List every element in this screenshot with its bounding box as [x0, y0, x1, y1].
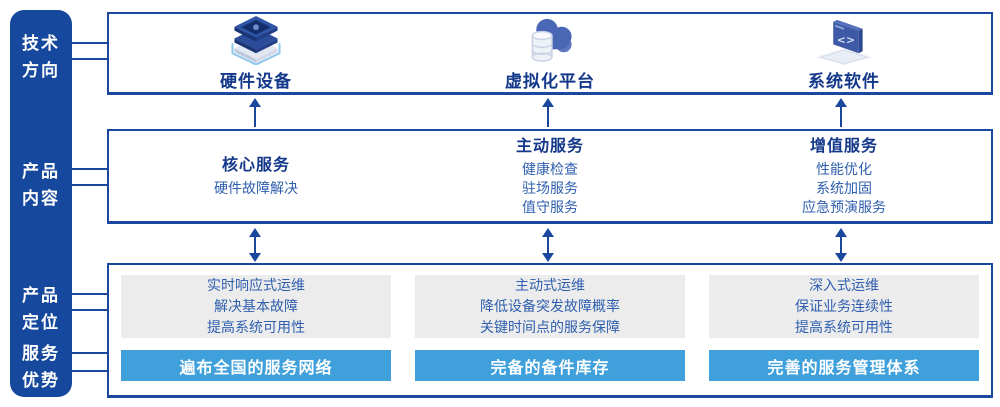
- positioning-column-realtime: 实时响应式运维 解决基本故障 提高系统可用性 遍布全国的服务网络: [109, 265, 403, 395]
- positioning-column-deep: 深入式运维 保证业务连续性 提高系统可用性 完善的服务管理体系: [697, 265, 991, 395]
- positioning-line: 降低设备突发故障概率: [480, 298, 620, 314]
- positioning-line: 保证业务连续性: [795, 298, 893, 314]
- service-column-value-added: 增值服务 性能优化 系统加固 应急预演服务: [697, 131, 991, 221]
- positioning-line: 提高系统可用性: [207, 319, 305, 335]
- up-arrow: [834, 98, 848, 127]
- connector-line: [70, 42, 108, 44]
- connector-line: [70, 293, 108, 295]
- tech-column-virtualization: 虚拟化平台: [403, 14, 697, 92]
- service-line: 性能优化: [816, 160, 872, 177]
- service-line: 驻场服务: [522, 179, 578, 196]
- positioning-line: 提高系统可用性: [795, 319, 893, 335]
- service-title: 主动服务: [515, 137, 584, 155]
- service-title: 增值服务: [809, 137, 878, 155]
- up-arrow: [541, 98, 555, 127]
- service-title: 核心服务: [221, 156, 290, 174]
- service-column-proactive: 主动服务 健康检查 驻场服务 值守服务: [403, 131, 697, 221]
- connector-line: [70, 168, 108, 170]
- positioning-line: 深入式运维: [809, 277, 879, 293]
- double-arrow: [541, 228, 555, 262]
- up-arrow: [248, 98, 262, 127]
- positioning-column-proactive: 主动式运维 降低设备突发故障概率 关键时间点的服务保障 完备的备件库存: [403, 265, 697, 395]
- service-line: 应急预演服务: [802, 198, 886, 215]
- tech-column-system-software: <> 系统软件: [697, 14, 991, 92]
- service-line: 系统加固: [816, 179, 872, 196]
- positioning-panel: 主动式运维 降低设备突发故障概率 关键时间点的服务保障: [415, 275, 685, 338]
- tech-column-hardware: 硬件设备: [109, 14, 403, 92]
- advantage-banner: 完善的服务管理体系: [709, 350, 979, 381]
- code-window-icon: <>: [816, 19, 872, 65]
- positioning-advantage-box: 实时响应式运维 解决基本故障 提高系统可用性 遍布全国的服务网络 主动式运维 降…: [107, 263, 993, 398]
- tech-direction-box: 硬件设备 虚拟化平台: [107, 12, 993, 95]
- tech-label-hardware: 硬件设备: [220, 72, 292, 91]
- service-column-core: 核心服务 硬件故障解决: [109, 131, 403, 221]
- server-stack-icon: [231, 15, 281, 65]
- double-arrow: [834, 228, 848, 262]
- tech-label-virtualization: 虚拟化平台: [505, 72, 595, 91]
- double-arrow: [248, 228, 262, 262]
- tech-label-system-software: 系统软件: [808, 72, 880, 91]
- advantage-banner: 遍布全国的服务网络: [121, 350, 391, 381]
- service-line: 硬件故障解决: [214, 179, 298, 196]
- connector-line: [70, 352, 108, 354]
- cloud-database-icon: [531, 18, 572, 62]
- connector-line: [70, 309, 108, 311]
- connector-line: [70, 58, 108, 60]
- positioning-line: 关键时间点的服务保障: [480, 319, 620, 335]
- positioning-panel: 深入式运维 保证业务连续性 提高系统可用性: [709, 275, 979, 338]
- sidebar-label-tech-direction: 技术 方向: [22, 34, 60, 80]
- product-content-box: 核心服务 硬件故障解决 主动服务 健康检查 驻场服务 值守服务 增值服务 性能优…: [107, 129, 993, 224]
- sidebar: 技术 方向 产品 内容 产品 定位 服务 优势: [10, 10, 72, 397]
- advantage-banner: 完备的备件库存: [415, 350, 685, 381]
- connector-line: [70, 370, 108, 372]
- sidebar-label-product-positioning: 产品 定位: [22, 286, 60, 332]
- positioning-line: 解决基本故障: [214, 298, 298, 314]
- connector-line: [70, 184, 108, 186]
- positioning-panel: 实时响应式运维 解决基本故障 提高系统可用性: [121, 275, 391, 338]
- sidebar-label-service-advantage: 服务 优势: [22, 344, 60, 390]
- positioning-line: 实时响应式运维: [207, 277, 305, 293]
- sidebar-label-product-content: 产品 内容: [22, 162, 60, 208]
- service-line: 值守服务: [522, 198, 578, 215]
- service-line: 健康检查: [522, 160, 578, 177]
- positioning-line: 主动式运维: [515, 277, 585, 293]
- svg-text:<>: <>: [837, 33, 855, 46]
